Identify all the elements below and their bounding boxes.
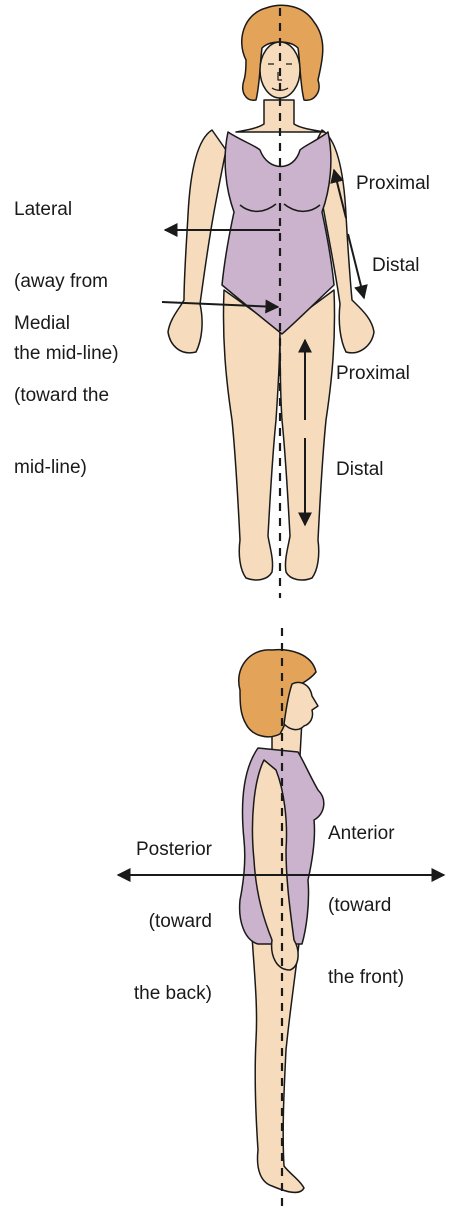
- leg-distal-label: Distal: [336, 458, 384, 482]
- lateral-label-line1: Lateral: [14, 198, 119, 222]
- side-legs: [252, 935, 304, 1192]
- anterior-label: Anterior (toward the front): [328, 774, 404, 1014]
- medial-label-line3: mid-line): [14, 456, 109, 480]
- left-arm: [168, 130, 226, 353]
- front-view-figure: [168, 5, 374, 580]
- anterior-label-line2: (toward: [328, 894, 404, 918]
- anterior-label-line3: the front): [328, 966, 404, 990]
- arm-proximal-label: Proximal: [356, 172, 430, 196]
- posterior-label-line1: Posterior: [134, 838, 212, 862]
- posterior-label: Posterior (toward the back): [134, 790, 212, 1030]
- medial-label-line1: Medial: [14, 312, 109, 336]
- medial-label: Medial (toward the mid-line): [14, 264, 109, 504]
- anterior-label-line1: Anterior: [328, 822, 404, 846]
- medial-label-line2: (toward the: [14, 384, 109, 408]
- arm-distal-label: Distal: [372, 254, 420, 278]
- posterior-label-line3: the back): [134, 982, 212, 1006]
- left-leg: [223, 290, 280, 580]
- leg-proximal-label: Proximal: [336, 362, 410, 386]
- right-leg: [280, 290, 335, 580]
- posterior-label-line2: (toward: [134, 910, 212, 934]
